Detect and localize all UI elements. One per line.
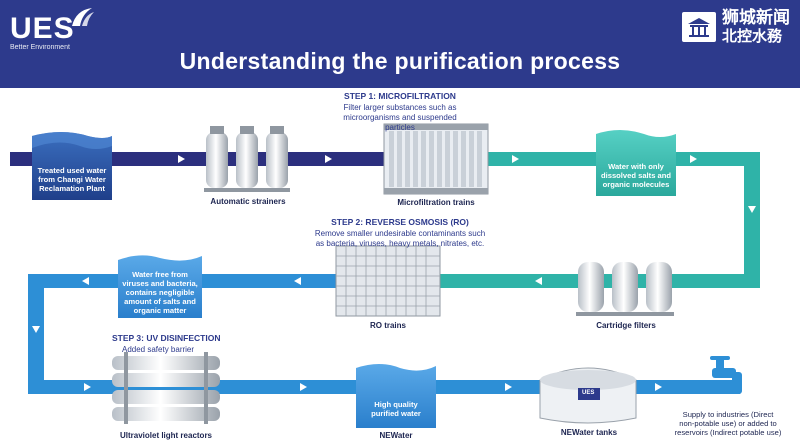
partner-logo: 狮城新闻 北控水務	[682, 8, 790, 46]
microfiltration-trains	[383, 123, 489, 195]
tank-ro-output	[118, 255, 202, 318]
label-automatic-strainers: Automatic strainers	[210, 197, 286, 206]
page-title: Understanding the purification process	[179, 48, 621, 74]
partner-logo-line2: 北控水務	[722, 28, 783, 45]
pipe-teal-right	[744, 152, 760, 288]
tank-dissolved-salts	[596, 130, 676, 196]
partner-logo-line1: 狮城新闻	[722, 8, 790, 27]
label-newater-tanks: NEWater tanks	[560, 428, 618, 437]
label-ro-trains: RO trains	[369, 321, 406, 330]
cartridge-filters	[576, 262, 674, 316]
ro-trains	[335, 245, 441, 317]
label-uv-reactors: Ultraviolet light reactors	[119, 431, 213, 440]
label-newater: NEWater	[379, 431, 413, 440]
step2-desc-line1: Remove smaller undesirable contaminants …	[314, 229, 486, 238]
newater-quality-label: High quality purified water	[371, 400, 421, 418]
label-supply: Supply to industries (Direct non-potable…	[674, 410, 782, 437]
flow-arrow-icon	[32, 155, 756, 391]
tank-logo: UES	[582, 390, 595, 396]
step1-desc-line1: Filter larger substances such as	[343, 103, 457, 112]
step3-title: STEP 3: UV DISINFECTION	[112, 333, 221, 343]
step1-title: STEP 1: MICROFILTRATION	[344, 91, 456, 101]
ro-output-label: Water free from viruses and bacteria, co…	[122, 270, 198, 315]
temple-icon	[682, 12, 716, 42]
step2-desc-line2: as bacteria, viruses, heavy metals, nitr…	[315, 239, 485, 248]
dissolved-salts-label: Water with only dissolved salts and orga…	[600, 162, 672, 189]
tap-icon	[710, 356, 742, 394]
header-bar	[0, 0, 800, 88]
automatic-strainers	[204, 126, 290, 192]
step2-title: STEP 2: REVERSE OSMOSIS (RO)	[331, 217, 469, 227]
uv-reactors	[112, 352, 220, 424]
pipe-blue-left	[28, 274, 44, 394]
ues-logo: UES Better Environment	[10, 12, 75, 52]
step1-desc-line2: microorganisms and suspended particles	[343, 113, 457, 132]
tank-newater	[356, 364, 436, 428]
ues-swoosh-icon	[72, 8, 94, 26]
tank-used-water	[32, 132, 112, 200]
used-water-label: Treated used water from Changi Water Rec…	[37, 166, 107, 193]
label-microfiltration-trains: Microfiltration trains	[397, 198, 475, 207]
label-cartridge-filters: Cartridge filters	[596, 321, 656, 330]
newater-storage-tank	[539, 367, 637, 424]
step3-desc: Added safety barrier	[122, 345, 195, 354]
